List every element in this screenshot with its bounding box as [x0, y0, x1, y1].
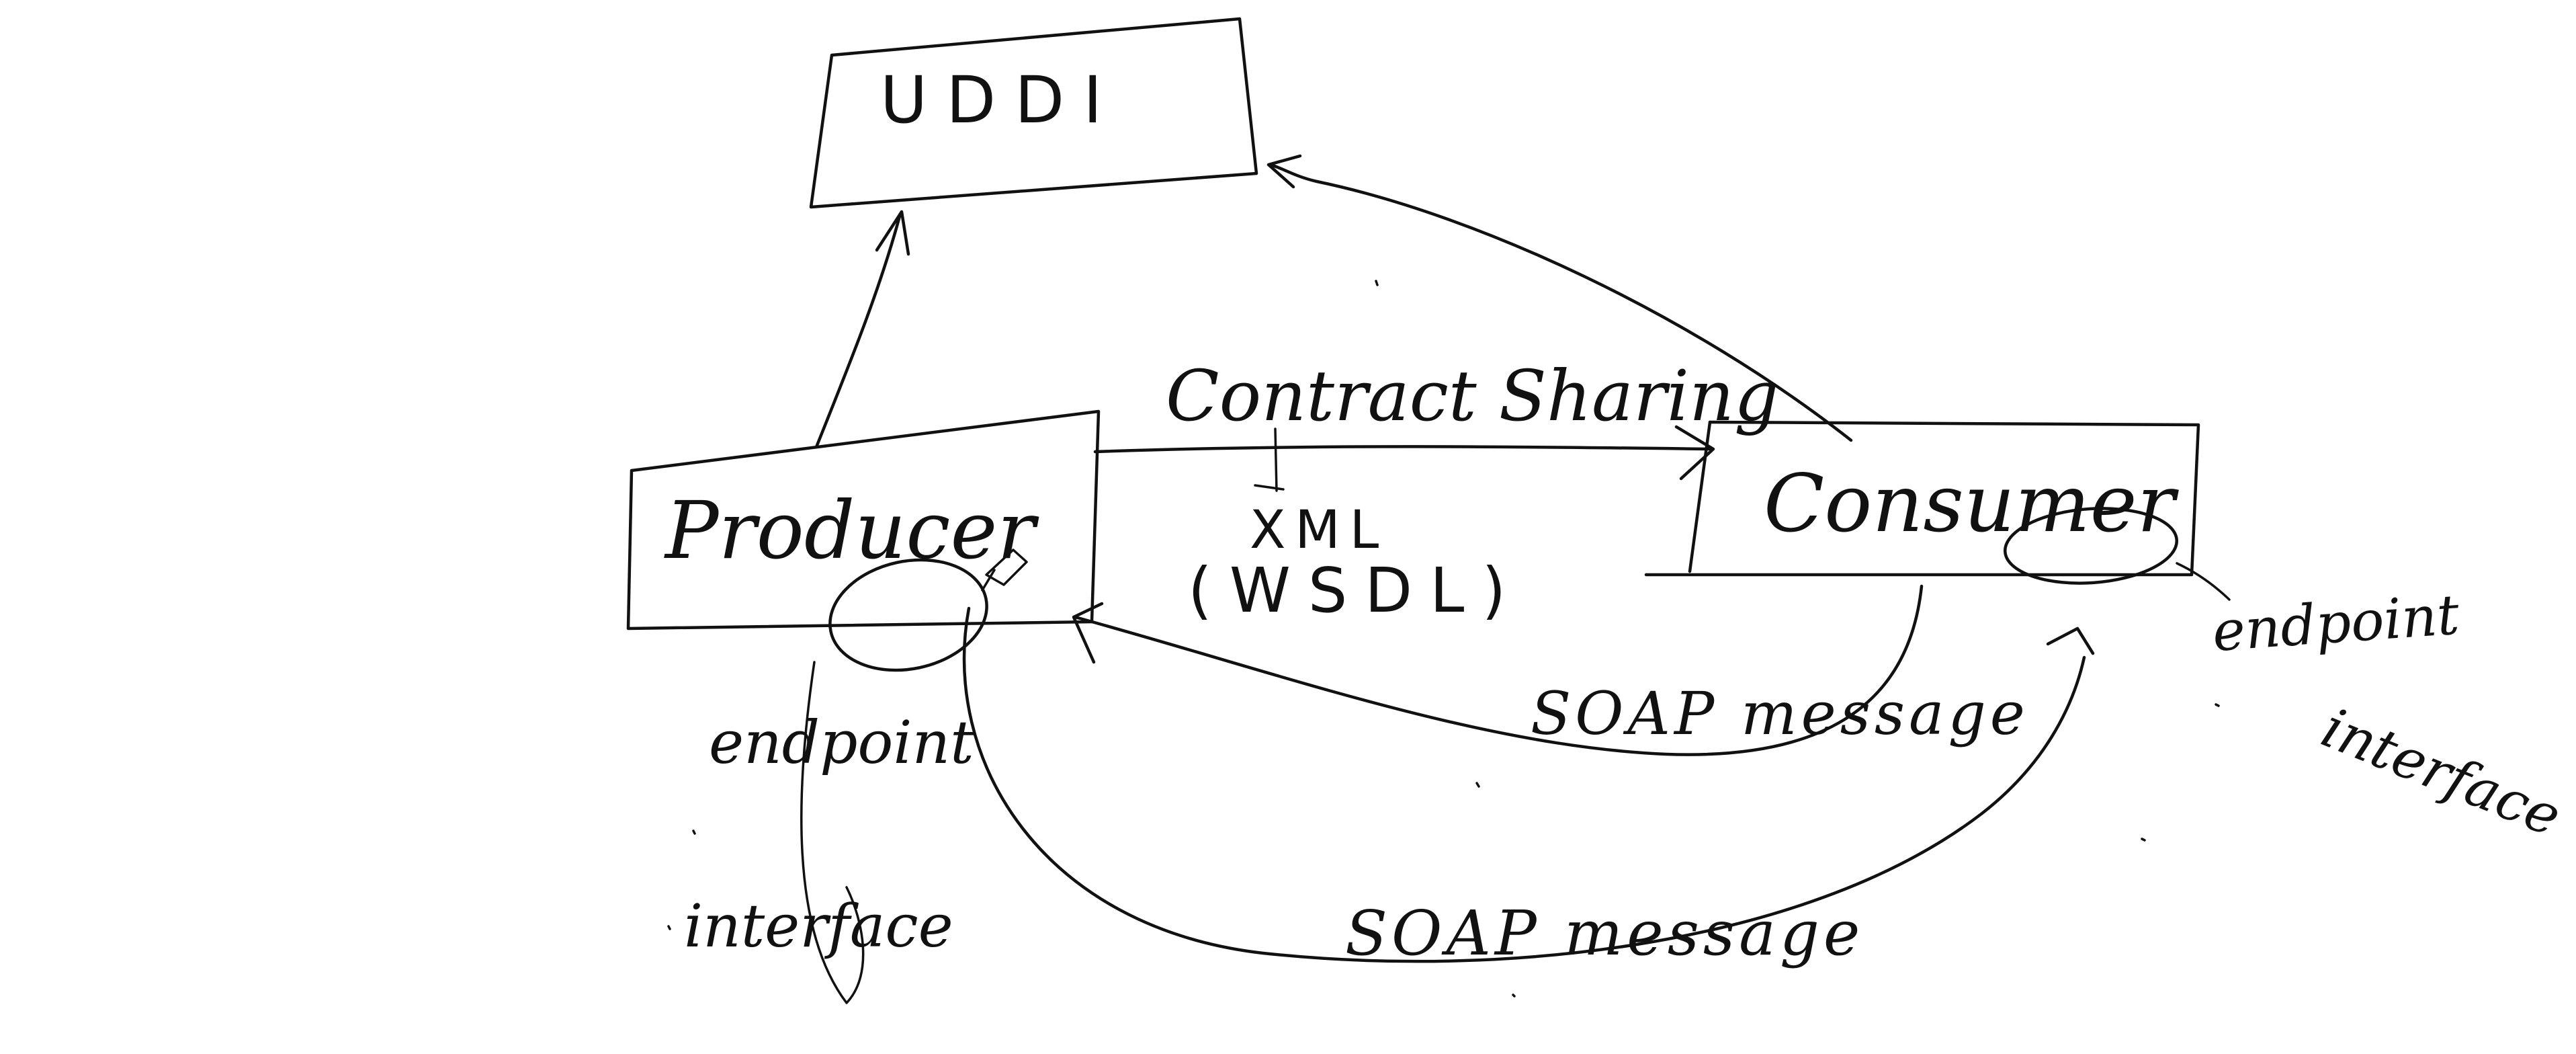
- uddi-node: UDDI: [809, 17, 1258, 209]
- soap-upper-label: SOAP message: [1531, 679, 2029, 748]
- contract-sharing-arrow: Contract Sharing XML (WSDL): [1093, 355, 1779, 626]
- consumer-node: Consumer: [1644, 420, 2200, 577]
- xml-label: XML: [1250, 500, 1388, 561]
- producer-endpoint: endpoint interface: [684, 549, 1028, 1004]
- wsdl-label: (WSDL): [1188, 555, 1523, 626]
- producer-node: Producer: [626, 409, 1101, 631]
- soap-lower-arrow: SOAP message: [962, 606, 2095, 969]
- consumer-label: Consumer: [1764, 457, 2180, 550]
- consumer-endpoint-label: endpoint: [2210, 583, 2462, 663]
- soap-upper-arrow: SOAP message: [1072, 584, 2029, 756]
- uddi-label: UDDI: [880, 63, 1121, 138]
- contract-sharing-label: Contract Sharing: [1166, 355, 1779, 437]
- consumer-interface-label: interface: [2313, 696, 2570, 849]
- producer-interface-label: interface: [684, 891, 953, 961]
- producer-label: Producer: [664, 484, 1039, 577]
- soap-lower-label: SOAP message: [1345, 897, 1864, 969]
- consumer-endpoint: endpoint interface: [2004, 507, 2570, 849]
- stray-marks: [667, 280, 2220, 998]
- producer-endpoint-label: endpoint: [709, 708, 974, 777]
- consumer-to-uddi-arrow: [1266, 154, 1853, 442]
- producer-to-uddi-arrow: [814, 210, 910, 449]
